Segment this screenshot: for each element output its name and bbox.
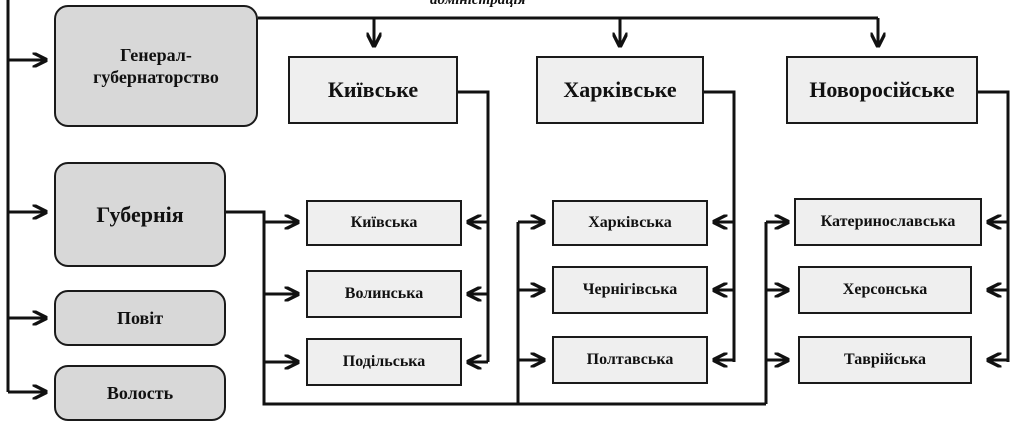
novoros-bracket <box>978 90 1010 362</box>
province-khersonska: Херсонська <box>798 266 972 314</box>
level-volost: Волость <box>54 365 226 421</box>
province-poltavska: Полтавська <box>552 336 708 384</box>
governorship-kyivske: Київське <box>288 56 458 124</box>
top-caption: адміністрація <box>430 0 526 8</box>
kharkivske-bracket <box>704 90 736 362</box>
gubernia-feed-line <box>226 210 766 406</box>
province-kyivska: Київська <box>306 200 462 246</box>
level-general-governorship: Генерал- губернаторство <box>54 5 258 127</box>
level-povit: Повіт <box>54 290 226 346</box>
province-volynska: Волинська <box>306 270 462 318</box>
governorship-kharkivske: Харківське <box>536 56 704 124</box>
province-kharkivska: Харківська <box>552 200 708 246</box>
governorship-novorosiiske: Новоросійське <box>786 56 978 124</box>
level-gubernia: Губернія <box>54 162 226 267</box>
province-tavriiska: Таврійська <box>798 336 972 384</box>
kyivske-bracket <box>458 90 490 362</box>
province-chernihivska: Чернігівська <box>552 266 708 314</box>
province-podilska: Подільська <box>306 338 462 386</box>
province-katerynoslavska: Катеринославська <box>794 198 982 246</box>
